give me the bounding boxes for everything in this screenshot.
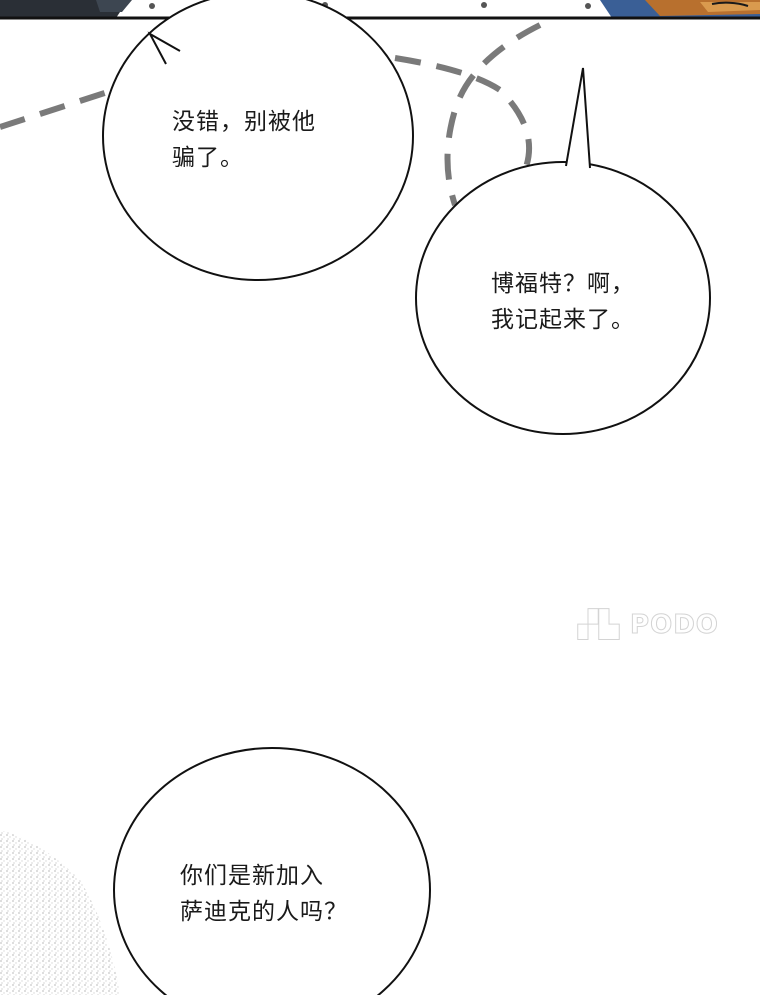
bubble-1-line-2: 骗了。	[172, 145, 244, 171]
speech-bubble-3	[113, 747, 431, 995]
speech-bubble-2	[415, 67, 711, 435]
previous-panel-strip	[0, 0, 760, 20]
podo-watermark: ▞▙ PODO	[577, 610, 719, 641]
bubble-2-line-1: 博福特？啊，	[491, 271, 635, 297]
speckle-texture	[0, 830, 120, 995]
bubble-1-text: 没错，别被他 骗了。	[172, 104, 316, 176]
bubble-3-line-1: 你们是新加入	[180, 863, 324, 889]
bubble-3-line-2: 萨迪克的人吗？	[180, 899, 348, 925]
bubble-3-text: 你们是新加入 萨迪克的人吗？	[180, 858, 348, 930]
bubble-2-text: 博福特？啊， 我记起来了。	[491, 266, 635, 338]
dashed-lines	[0, 22, 542, 206]
bubble-2-line-2: 我记起来了。	[491, 307, 635, 333]
speech-bubble-1	[102, 0, 414, 281]
watermark-text: PODO	[630, 610, 719, 641]
bubble-1-line-1: 没错，别被他	[172, 109, 316, 135]
watermark-logo-icon: ▞▙	[577, 610, 631, 641]
